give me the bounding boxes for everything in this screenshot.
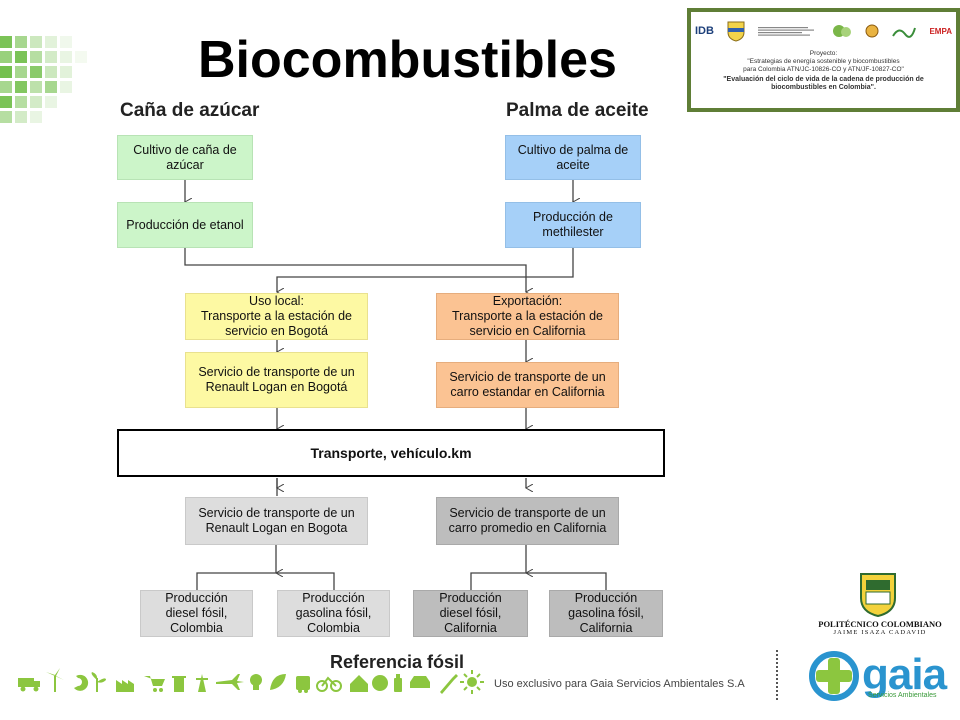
cultivo-palma-box: Cultivo de palma de aceite <box>505 135 641 180</box>
page-title: Biocombustibles <box>198 31 617 89</box>
gaia-logo-icon <box>809 651 859 701</box>
produccion-methilester-box: Producción de methilester <box>505 202 641 248</box>
minambiente-logo-icon <box>892 27 917 38</box>
factory-icon <box>116 680 134 692</box>
bin-icon <box>172 676 186 692</box>
gasolina-california-box: Producción gasolina fósil, California <box>549 590 663 637</box>
colombia-shield-icon <box>727 21 745 42</box>
politecnico-shield-icon <box>860 573 896 618</box>
column-header-palma: Palma de aceite <box>506 100 649 121</box>
gaia-subtitle: Servicios Ambientales <box>868 692 937 699</box>
diesel-california-box: Producción diesel fósil, California <box>413 590 528 637</box>
idb-logo: IDB <box>695 25 714 37</box>
uso-local-box: Uso local: Transporte a la estación de s… <box>185 293 368 340</box>
project-description: Proyecto: "Estrategias de energía sosten… <box>697 50 950 92</box>
footer-divider <box>776 650 778 700</box>
politecnico-subtitle: JAIME ISAZA CADAVID <box>833 629 927 636</box>
ref-carro-california-box: Servicio de transporte de un carro prome… <box>436 497 619 545</box>
exportacion-box: Exportación: Transporte a la estación de… <box>436 293 619 340</box>
diesel-colombia-box: Producción diesel fósil, Colombia <box>140 590 253 637</box>
plant-icon <box>91 672 106 692</box>
recycle-icon <box>74 674 89 691</box>
bottle-icon <box>394 674 402 692</box>
tool-icon <box>440 674 458 694</box>
project-info-panel: IDB EMPA Proyecto: "Estrategias de energ… <box>687 8 960 112</box>
tower-icon <box>196 674 208 692</box>
house-icon <box>350 675 368 692</box>
gaia-wordmark: gaia <box>862 650 947 699</box>
wind-turbine-icon <box>46 668 64 692</box>
decorative-tiles-graphic <box>0 36 87 123</box>
bulb-icon <box>250 674 262 690</box>
ministry-seal-icon <box>865 24 879 38</box>
bicycle-icon <box>316 676 342 692</box>
truck-icon <box>18 678 40 692</box>
footer-icon-strip <box>18 668 484 694</box>
footer-disclaimer: Uso exclusivo para Gaia Servicios Ambien… <box>494 678 745 690</box>
gasolina-colombia-box: Producción gasolina fósil, Colombia <box>277 590 390 637</box>
plane-icon <box>216 674 244 690</box>
servicio-renault-bogota-box: Servicio de transporte de un Renault Log… <box>185 352 368 408</box>
produccion-etanol-box: Producción de etanol <box>117 202 253 248</box>
servicio-carro-california-box: Servicio de transporte de un carro estan… <box>436 362 619 408</box>
globe-icon <box>372 675 388 691</box>
project-evaluation: "Evaluación del ciclo de vida de la cade… <box>723 76 924 91</box>
car-icon <box>410 676 430 688</box>
ref-renault-bogota-box: Servicio de transporte de un Renault Log… <box>185 497 368 545</box>
sun-icon <box>460 670 484 694</box>
partner-logo-icon <box>832 25 851 37</box>
transporte-vehiculo-km-box: Transporte, vehículo.km <box>117 429 665 477</box>
cart-icon <box>144 676 165 692</box>
column-header-cana: Caña de azúcar <box>120 100 260 121</box>
politecnico-name: POLITÉCNICO COLOMBIANO <box>818 619 942 629</box>
project-line-2: para Colombia ATN/JC-10826-CO y ATN/JF-1… <box>743 66 904 73</box>
cultivo-cana-box: Cultivo de caña de azúcar <box>117 135 253 180</box>
project-line-1: "Estrategias de energía sostenible y bio… <box>747 58 900 65</box>
empa-logo: EMPA <box>929 26 952 36</box>
leaf-icon <box>270 674 286 690</box>
project-label: Proyecto: <box>809 50 838 57</box>
project-logos: IDB EMPA <box>695 16 952 46</box>
referencia-fosil-label: Referencia fósil <box>330 652 465 672</box>
ministries-text-graphic <box>758 27 815 36</box>
bus-icon <box>296 676 310 693</box>
